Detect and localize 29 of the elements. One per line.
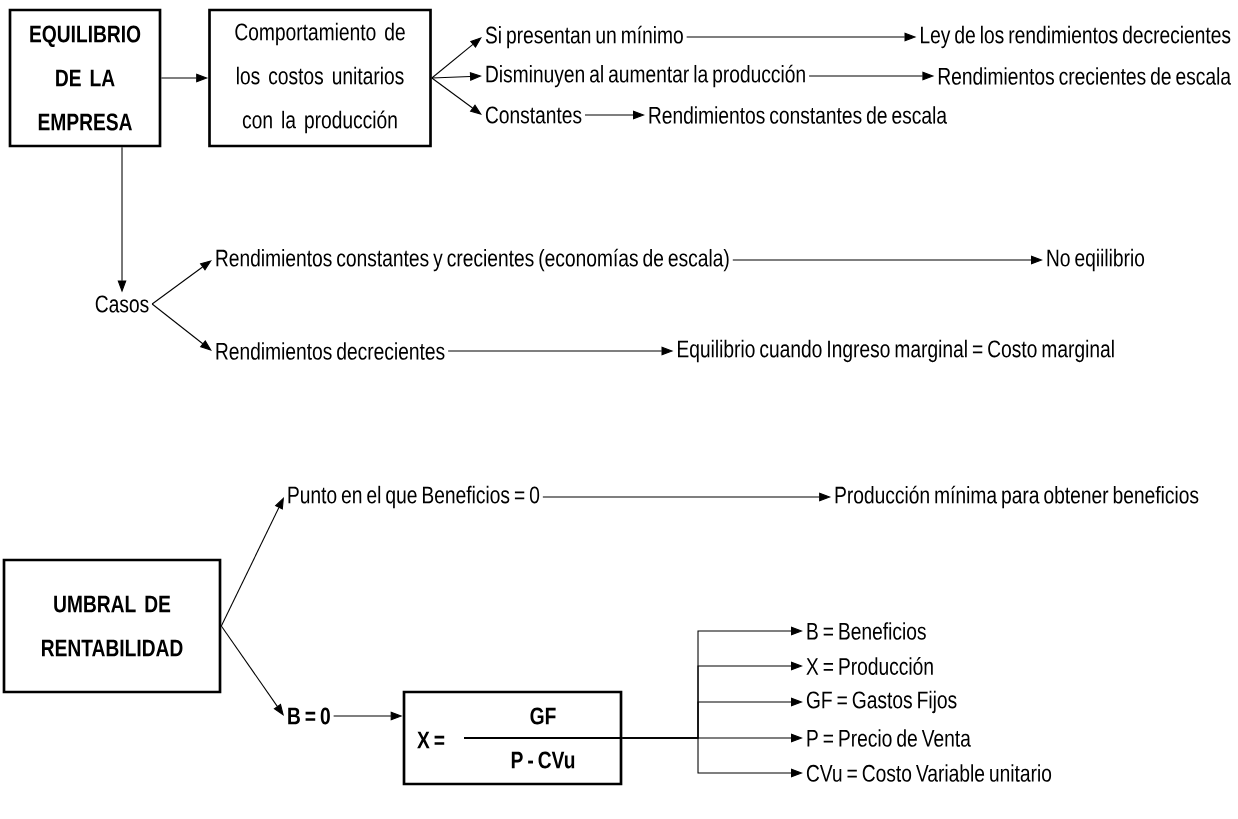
text-label: B = 0 [288, 707, 330, 725]
arrow [151, 260, 212, 305]
text-label: B = Beneficios [807, 622, 926, 640]
text-label: Si presentan un mínimo [485, 25, 683, 49]
text-label: Disminuyen al aumentar la producción [486, 64, 805, 88]
text-label: X = Producción [806, 657, 933, 675]
text-label: Rendimientos constantes y crecientes (economías de escala) [216, 248, 729, 272]
text-box: Comportamiento de los costos unitarios con la producción [208, 8, 432, 148]
text-label: Equilibrio cuando Ingreso marginal = Costo marginal [678, 339, 1114, 363]
text-label: Casos [95, 295, 149, 313]
arrow [220, 497, 284, 627]
text-label: Ley de los rendimientos decrecientes [921, 25, 1231, 49]
text-label: CVu = Costo Variable unitario [806, 764, 1052, 782]
arrow [431, 77, 482, 115]
text-label: Producción mínima para obtener beneficios [835, 485, 1199, 509]
text-label: Rendimientos constantes de escala [649, 106, 947, 124]
text-label: Rendimientos crecientes de escala [938, 67, 1232, 85]
text-label: GF = Gastos Fijos [806, 690, 957, 714]
formula-box: X = GF P - CVu [402, 690, 623, 786]
text-label: Punto en el que Beneficios = 0 [288, 485, 540, 509]
arrow [220, 625, 284, 716]
text-box: UMBRAL DE RENTABILIDAD [2, 558, 222, 694]
text-label: P = Precio de Venta [807, 729, 971, 747]
text-label: Rendimientos decrecientes [216, 342, 445, 360]
arrow [151, 303, 212, 351]
text-label: Constantes [485, 106, 582, 124]
text-box: EQUILIBRIO DE LA EMPRESA [8, 8, 162, 148]
text-label: No eqiilibrio [1047, 248, 1145, 272]
arrow [431, 37, 482, 79]
